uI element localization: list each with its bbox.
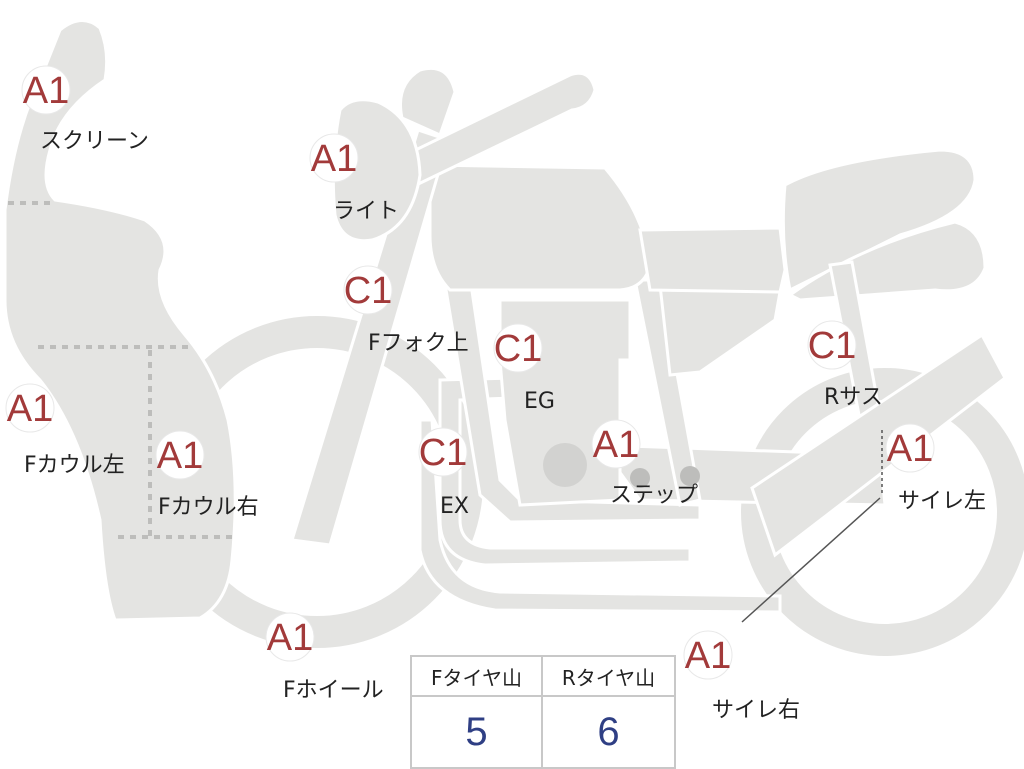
tire-tread-table: Fタイヤ山 Rタイヤ山 5 6 (410, 655, 676, 769)
cowl-right-label: Fカウル右 (158, 495, 259, 520)
front-seat (638, 226, 787, 294)
cowl-left-badge (5, 383, 55, 433)
screen-grade: A1 (23, 70, 69, 112)
light-grade: A1 (311, 138, 357, 180)
fairing-panel-lines (8, 201, 232, 539)
screen-marker: A1 スクリーン (21, 65, 149, 154)
front-wheel-badge (265, 612, 315, 662)
front-wheel-grade: A1 (267, 617, 313, 659)
side-cover (658, 283, 782, 377)
front-fork (290, 128, 450, 547)
motorcycle-silhouette (3, 19, 1024, 656)
fork-top-label: Fフォク上 (368, 331, 469, 356)
rear-sus-badge (807, 320, 857, 370)
light-badge (309, 133, 359, 183)
light-label: ライト (333, 199, 399, 224)
front-tire-header: Fタイヤ山 (412, 657, 543, 697)
engine-label: EG (524, 389, 555, 414)
muffler-right-badge (683, 630, 733, 680)
step-peg-2 (680, 466, 700, 486)
mirror (399, 66, 457, 138)
rear-sus-grade: C1 (808, 325, 857, 367)
headlight (331, 98, 422, 243)
engine-grade: C1 (494, 328, 543, 370)
screen-badge (21, 65, 71, 115)
muffler-right-label: サイレ右 (712, 698, 800, 723)
rear-wheel (741, 368, 1024, 656)
muffler-left-grade: A1 (887, 428, 933, 470)
muffler (750, 332, 1007, 558)
muffler-leader-line (741, 497, 881, 623)
exhaust-pipe-lower (418, 418, 782, 614)
front-tire-value: 5 (412, 697, 543, 767)
cowl-left-label: Fカウル左 (24, 453, 125, 478)
light-marker: A1 ライト (309, 133, 399, 224)
rear-tire-header: Rタイヤ山 (543, 657, 674, 697)
exhaust-grade: C1 (419, 432, 468, 474)
exhaust-badge (418, 427, 468, 477)
step-grade: A1 (593, 424, 639, 466)
engine-cover (543, 443, 587, 487)
cowl-right-grade: A1 (157, 435, 203, 477)
fork-top-badge (343, 265, 393, 315)
engine-badge (493, 323, 543, 373)
front-wheel-label: Fホイール (283, 678, 384, 703)
muffler-left-marker: A1 サイレ左 (885, 423, 986, 514)
screen-label: スクリーン (40, 129, 149, 154)
muffler-left-label: サイレ左 (898, 489, 986, 514)
rear-tire-value: 6 (597, 709, 620, 754)
step-label: ステップ (610, 483, 698, 508)
exhaust-label: EX (440, 494, 469, 519)
rear-seat (781, 148, 977, 293)
handlebar (392, 71, 597, 190)
muffler-right-grade: A1 (685, 635, 731, 677)
step-peg-1 (630, 468, 650, 488)
muffler-left-badge (885, 423, 935, 473)
cowl-right-badge (155, 430, 205, 480)
rear-sus-label: Rサス (824, 385, 883, 410)
step-marker: A1 ステップ (591, 419, 698, 508)
cowl-left-grade: A1 (7, 388, 53, 430)
fuel-tank (428, 163, 652, 292)
muffler-right-marker: A1 サイレ右 (683, 630, 800, 723)
step-badge (591, 419, 641, 469)
fork-top-grade: C1 (344, 270, 393, 312)
